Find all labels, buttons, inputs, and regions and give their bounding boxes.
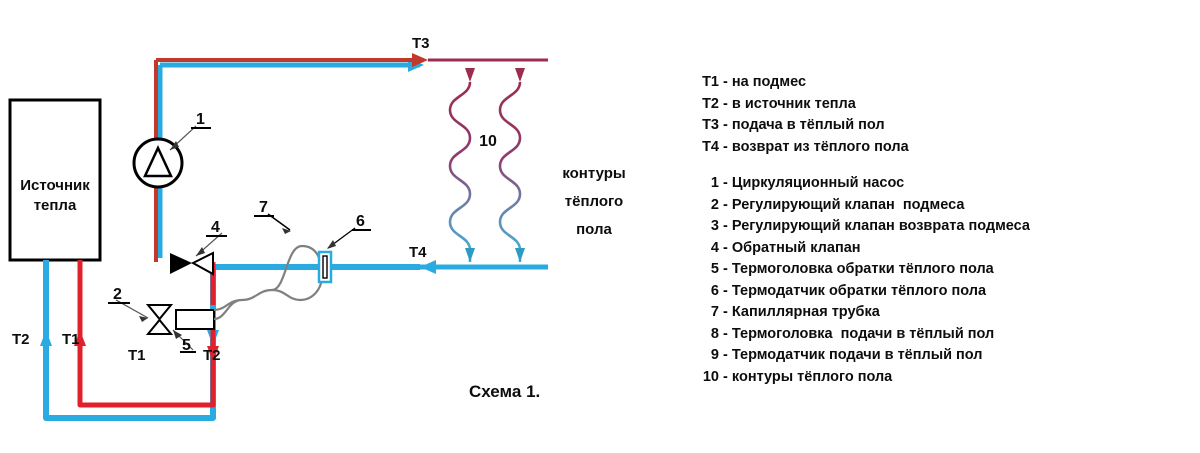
legend-component-item: 4 - Обратный клапан	[697, 238, 1167, 260]
legend-temp-num: Т3	[702, 117, 719, 133]
legend-temp-desc: подача в тёплый пол	[731, 117, 885, 133]
mixing-valve-symbol	[145, 304, 174, 335]
legend-component-sep: -	[719, 304, 732, 320]
leader-arrow-4	[196, 247, 205, 256]
return-pipe-blue	[40, 58, 548, 421]
legend-component-sep: -	[719, 196, 732, 213]
legend-temp-sep: -	[719, 95, 732, 112]
leader-arrow-1	[170, 141, 179, 150]
loops-number-label: 10	[479, 133, 497, 150]
callout-label-4: 4	[211, 219, 220, 236]
leader-arrow-6	[327, 240, 336, 249]
legend-panel: Т1 - на подмес Т2 - в источник тепла Т3 …	[697, 72, 1167, 388]
legend-component-item: 7 - Капиллярная трубка	[697, 302, 1167, 324]
legend-component-num: 9	[710, 347, 719, 363]
port-label-t2-left: Т2	[12, 331, 30, 348]
legend-temp-sep: -	[719, 74, 732, 90]
legend-component-num: 7	[710, 304, 719, 320]
legend-component-num: 6	[710, 282, 719, 299]
legend-temp-num: Т1	[702, 74, 719, 90]
legend-component-sep: -	[719, 347, 732, 363]
legend-temp-desc: возврат из тёплого пола	[731, 138, 909, 155]
legend-temp-item: Т4 - возврат из тёплого пола	[697, 137, 1167, 159]
floor-loop-2	[498, 60, 525, 262]
legend-component-item: 2 - Регулирующий клапан подмеса	[697, 195, 1167, 217]
heat-source-label-line1: Источник	[20, 177, 90, 194]
legend-component-sep: -	[719, 261, 732, 277]
legend-component-num: 1	[710, 175, 719, 191]
supply-pipe-red	[74, 53, 428, 408]
legend-component-desc: Капиллярная трубка	[731, 304, 880, 320]
callout-label-2: 2	[113, 286, 122, 303]
legend-component-desc: контуры тёплого пола	[731, 368, 893, 385]
legend-component-item: 6 - Термодатчик обратки тёплого пола	[697, 281, 1167, 303]
legend-component-sep: -	[719, 239, 732, 256]
port-label-t1-left: Т1	[62, 331, 80, 348]
legend-component-sep: -	[719, 325, 732, 342]
legend-component-item: 1 - Циркуляционный насос	[697, 173, 1167, 195]
floor-loops-label-line2: тёплого	[565, 193, 623, 210]
leader-arrow-7	[282, 228, 291, 234]
legend-temp-num: Т4	[702, 138, 719, 155]
heat-source-label-line2: тепла	[34, 197, 77, 214]
figure-caption: Схема 1.	[469, 382, 541, 401]
port-label-t4: Т4	[409, 244, 427, 261]
port-label-t1-valve: Т1	[128, 347, 146, 364]
legend-component-num: 4	[710, 239, 719, 256]
legend-component-desc: Термоголовка обратки тёплого пола	[731, 261, 994, 277]
legend-component-item: 8 - Термоголовка подачи в тёплый пол	[697, 324, 1167, 346]
legend-component-desc: Обратный клапан	[731, 239, 861, 256]
legend-temp-desc: в источник тепла	[731, 95, 856, 112]
floor-loops-label-line1: контуры	[562, 165, 625, 182]
legend-component-desc: Регулирующий клапан подмеса	[731, 196, 965, 213]
legend-component-num: 3	[710, 218, 719, 234]
legend-temp-item: Т2 - в источник тепла	[697, 94, 1167, 116]
legend-component-desc: Циркуляционный насос	[731, 175, 905, 191]
legend-separator	[697, 158, 1167, 173]
capillary-tube	[213, 244, 324, 321]
leader-arrow-2	[139, 316, 148, 322]
check-valve-symbol	[170, 251, 214, 276]
callout-label-6: 6	[356, 213, 365, 230]
callout-label-1: 1	[196, 111, 205, 128]
leader-arrow-5	[173, 330, 182, 339]
legend-component-item: 9 - Термодатчик подачи в тёплый пол	[697, 345, 1167, 367]
legend-component-sep: -	[719, 282, 732, 299]
legend-component-num: 2	[710, 196, 719, 213]
floor-loop-1	[448, 60, 475, 262]
return-temp-sensor-stem	[322, 255, 328, 279]
legend-component-desc: Регулирующий клапан возврата подмеса	[731, 218, 1030, 234]
legend-temp-item: Т1 - на подмес	[697, 72, 1167, 94]
port-label-t3: Т3	[412, 35, 430, 52]
callout-label-5: 5	[182, 337, 191, 354]
legend-component-num: 10	[702, 368, 719, 385]
legend-temp-sep: -	[719, 138, 732, 155]
legend-component-item: 10 - контуры тёплого пола	[697, 367, 1167, 389]
heat-source-box	[8, 98, 102, 262]
floor-loops-label-line3: пола	[576, 221, 612, 238]
thermohead-return-symbol	[175, 309, 215, 330]
legend-temp-num: Т2	[702, 95, 719, 112]
legend-temp-item: Т3 - подача в тёплый пол	[697, 115, 1167, 137]
circulation-pump-symbol	[132, 137, 184, 189]
legend-component-desc: Термодатчик подачи в тёплый пол	[731, 347, 983, 363]
legend-temp-desc: на подмес	[731, 74, 807, 90]
legend-component-sep: -	[719, 175, 732, 191]
legend-temp-sep: -	[719, 117, 732, 133]
legend-component-num: 8	[710, 325, 719, 342]
legend-component-item: 5 - Термоголовка обратки тёплого пола	[697, 259, 1167, 281]
legend-component-item: 3 - Регулирующий клапан возврата подмеса	[697, 216, 1167, 238]
legend-component-desc: Термодатчик обратки тёплого пола	[731, 282, 987, 299]
callout-label-7: 7	[259, 199, 268, 216]
legend-component-num: 5	[710, 261, 719, 277]
legend-component-desc: Термоголовка подачи в тёплый пол	[731, 325, 995, 342]
legend-component-sep: -	[719, 368, 732, 385]
legend-component-sep: -	[719, 218, 732, 234]
port-label-t2-valve: Т2	[203, 347, 221, 364]
